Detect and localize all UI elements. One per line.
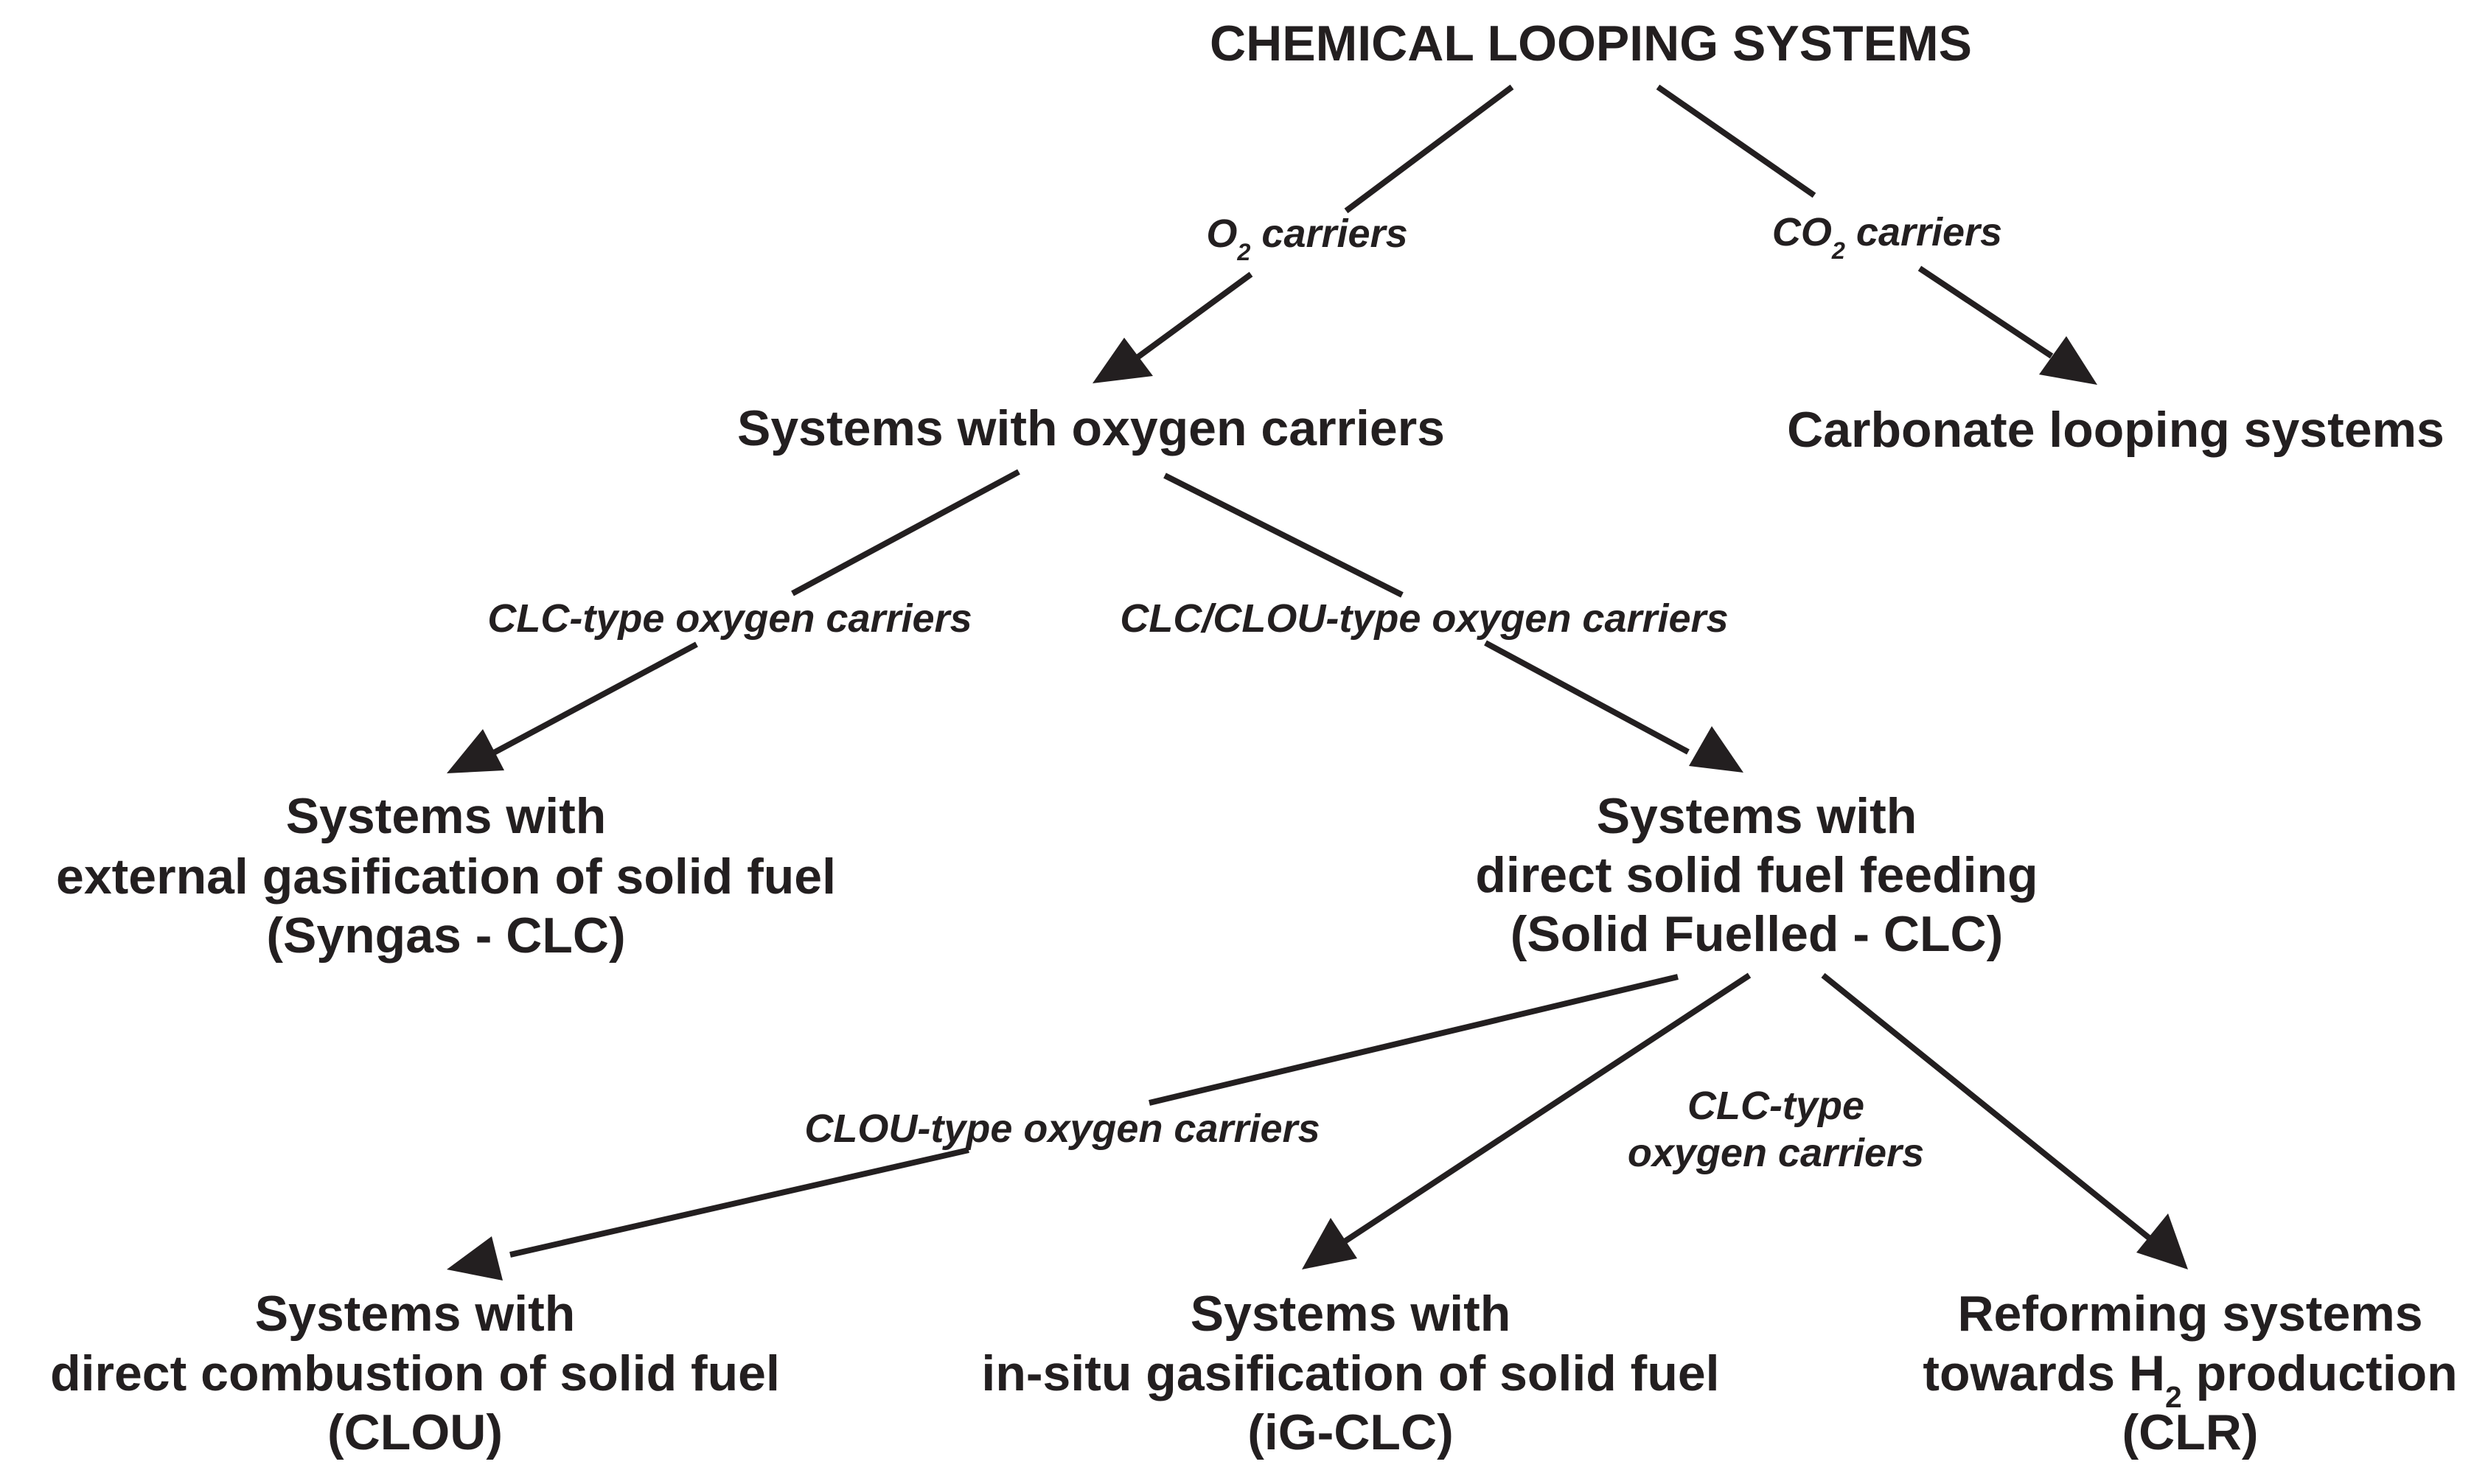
- node-insitu-gasification-line2: in-situ gasification of solid fuel: [981, 1345, 1719, 1401]
- node-direct-combustion: Systems with direct combustion of solid …: [50, 1286, 780, 1460]
- node-insitu-gasification: Systems with in-situ gasification of sol…: [981, 1286, 1719, 1460]
- node-external-gasification-line3: (Syngas - CLC): [266, 908, 625, 964]
- edge-label-o2-carriers: O2 carriers: [1206, 212, 1407, 265]
- node-oxygen-carrier-systems: Systems with oxygen carriers: [737, 400, 1445, 456]
- co2-label-sub: 2: [1831, 237, 1845, 264]
- node-insitu-gasification-line3: (iG-CLC): [1247, 1404, 1453, 1460]
- diagram-title: CHEMICAL LOOPING SYSTEMS: [1210, 15, 1972, 72]
- node-direct-combustion-line1: Systems with: [255, 1286, 576, 1342]
- node-direct-combustion-line3: (CLOU): [327, 1404, 503, 1460]
- arrow-clou-type: [447, 974, 1679, 1281]
- edge-label-clou-type: CLOU-type oxygen carriers: [804, 1107, 1320, 1151]
- node-direct-feeding-line2: direct solid fuel feeding: [1475, 847, 2038, 903]
- arrow-o2-carriers: [1093, 84, 1514, 383]
- node-reforming-line1: Reforming systems: [1957, 1286, 2422, 1342]
- edge-label-co2-carriers: CO2 carriers: [1772, 210, 2002, 264]
- reforming-line2-pre: towards H: [1923, 1345, 2165, 1401]
- o2-label-sub: 2: [1236, 239, 1250, 265]
- node-direct-feeding-line1: Systems with: [1597, 788, 1917, 844]
- edge-label-clc-clou-type: CLC/CLOU-type oxygen carriers: [1120, 596, 1728, 641]
- node-external-gasification: Systems with external gasification of so…: [56, 788, 836, 964]
- edge-label-clc-type: CLC-type oxygen carriers: [487, 596, 972, 641]
- edge-label-clc-type-split-line1: CLC-type: [1687, 1084, 1864, 1128]
- node-reforming-systems: Reforming systems towards H2 production …: [1923, 1286, 2457, 1460]
- node-insitu-gasification-line1: Systems with: [1191, 1286, 1511, 1342]
- node-reforming-line3: (CLR): [2122, 1404, 2258, 1460]
- node-external-gasification-line2: external gasification of solid fuel: [56, 849, 836, 905]
- node-direct-solid-fuel-feeding: Systems with direct solid fuel feeding (…: [1475, 788, 2038, 962]
- node-direct-feeding-line3: (Solid Fuelled - CLC): [1510, 906, 2004, 962]
- node-carbonate-looping-systems: Carbonate looping systems: [1787, 402, 2445, 458]
- reforming-line2-post: production: [2182, 1345, 2458, 1401]
- arrow-reforming: [1821, 972, 2188, 1269]
- co2-label-post: carriers: [1845, 210, 2002, 254]
- o2-label-post: carriers: [1250, 212, 1407, 256]
- arrow-clc-clou-type: [1163, 473, 1743, 773]
- co2-label-pre: CO: [1772, 210, 1832, 254]
- arrow-co2-carriers: [1656, 84, 2097, 385]
- node-direct-combustion-line2: direct combustion of solid fuel: [50, 1345, 780, 1401]
- arrow-clc-type: [447, 469, 1020, 773]
- o2-label-pre: O: [1206, 212, 1237, 256]
- edge-label-clc-type-split: CLC-type oxygen carriers: [1628, 1084, 1924, 1175]
- edge-label-clc-type-split-line2: oxygen carriers: [1628, 1131, 1924, 1175]
- node-external-gasification-line1: Systems with: [286, 788, 607, 844]
- reforming-line2-sub: 2: [2165, 1380, 2182, 1414]
- arrow-clc-type-split: [1302, 972, 1752, 1269]
- node-reforming-line2: towards H2 production: [1923, 1345, 2457, 1414]
